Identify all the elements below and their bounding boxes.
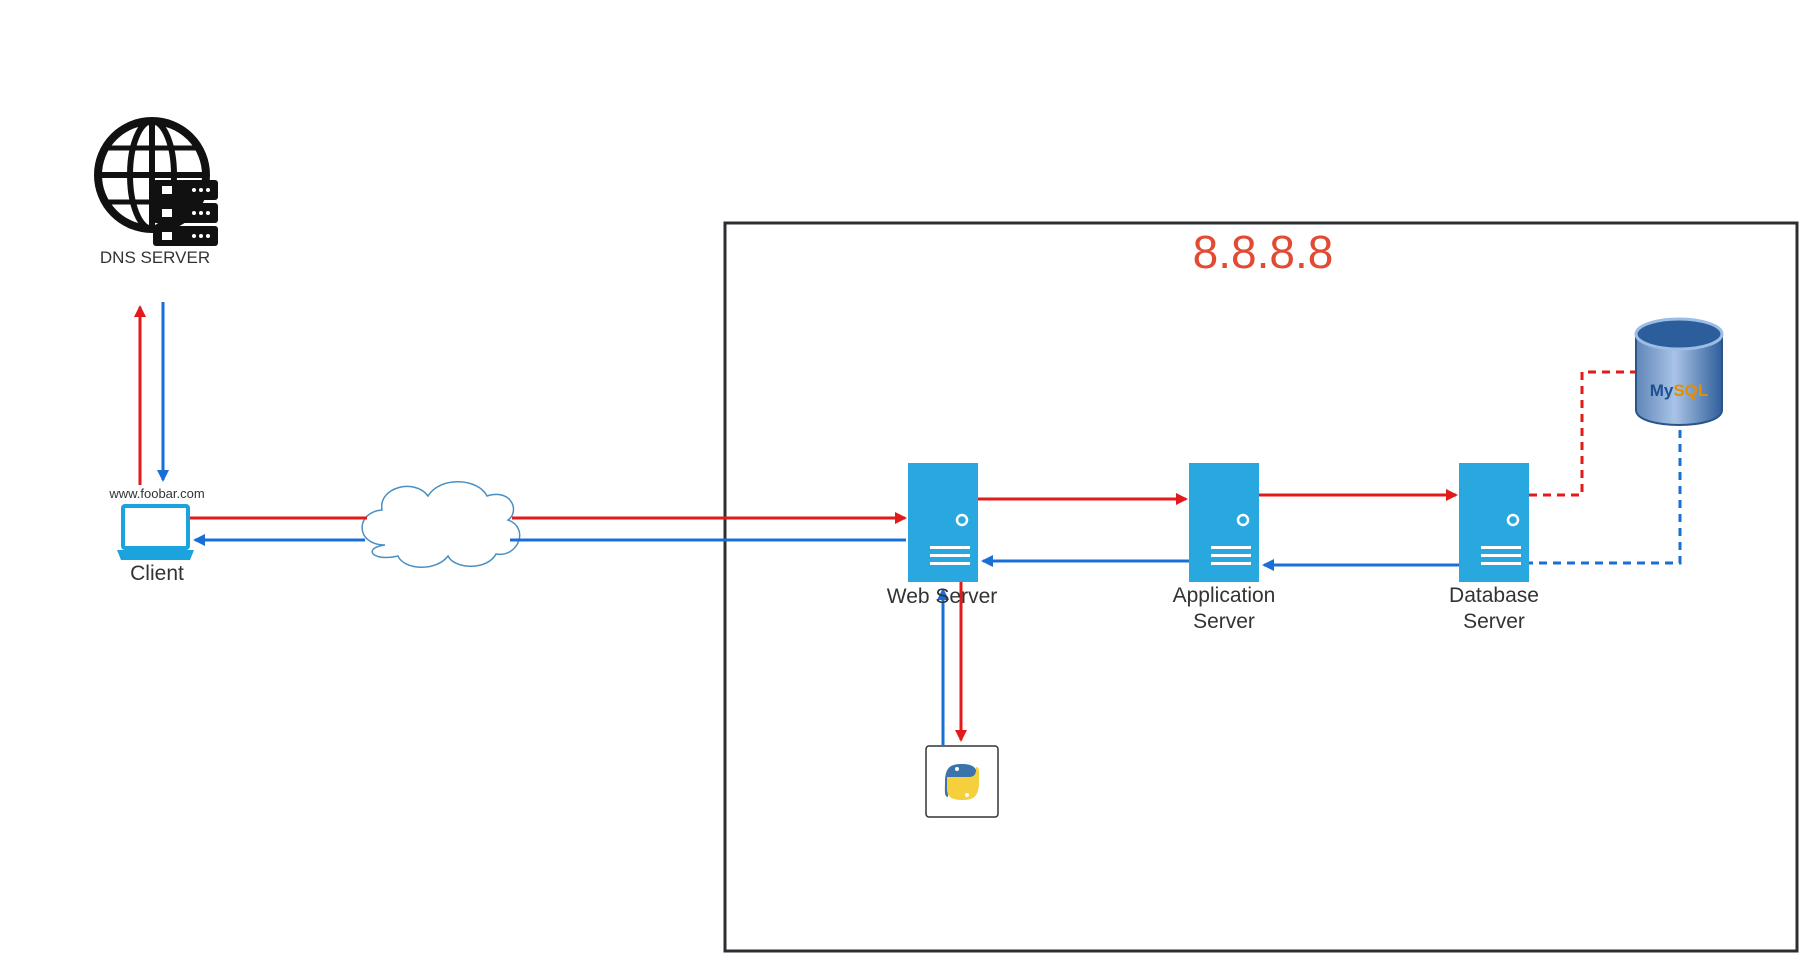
cloud-icon [361, 481, 521, 568]
client-label: Client [130, 562, 184, 585]
database-server-label-line2: Server [1463, 610, 1525, 633]
database-server-icon [1459, 463, 1529, 582]
web-server-icon [908, 463, 978, 582]
mysql-to-db-connector [1529, 430, 1682, 565]
dns-server-icon [94, 117, 218, 246]
host-ip-label: 8.8.8.8 [1193, 226, 1334, 278]
application-server-label-line1: Application [1173, 584, 1276, 607]
application-server-label-line2: Server [1193, 610, 1255, 633]
db-to-mysql-connector [1529, 370, 1637, 497]
mysql-logo-text: MySQL [1650, 381, 1709, 400]
database-server-label-line1: Database [1449, 584, 1539, 607]
laptop-icon [117, 504, 194, 560]
application-server-icon [1189, 463, 1259, 582]
client-url: www.foobar.com [108, 486, 204, 501]
python-icon [925, 745, 999, 818]
host-frame [723, 221, 1799, 953]
mysql-database-icon: MySQL [1634, 317, 1724, 426]
dns-server-label: DNS SERVER [100, 248, 210, 267]
web-server-label: Web Server [887, 585, 998, 608]
